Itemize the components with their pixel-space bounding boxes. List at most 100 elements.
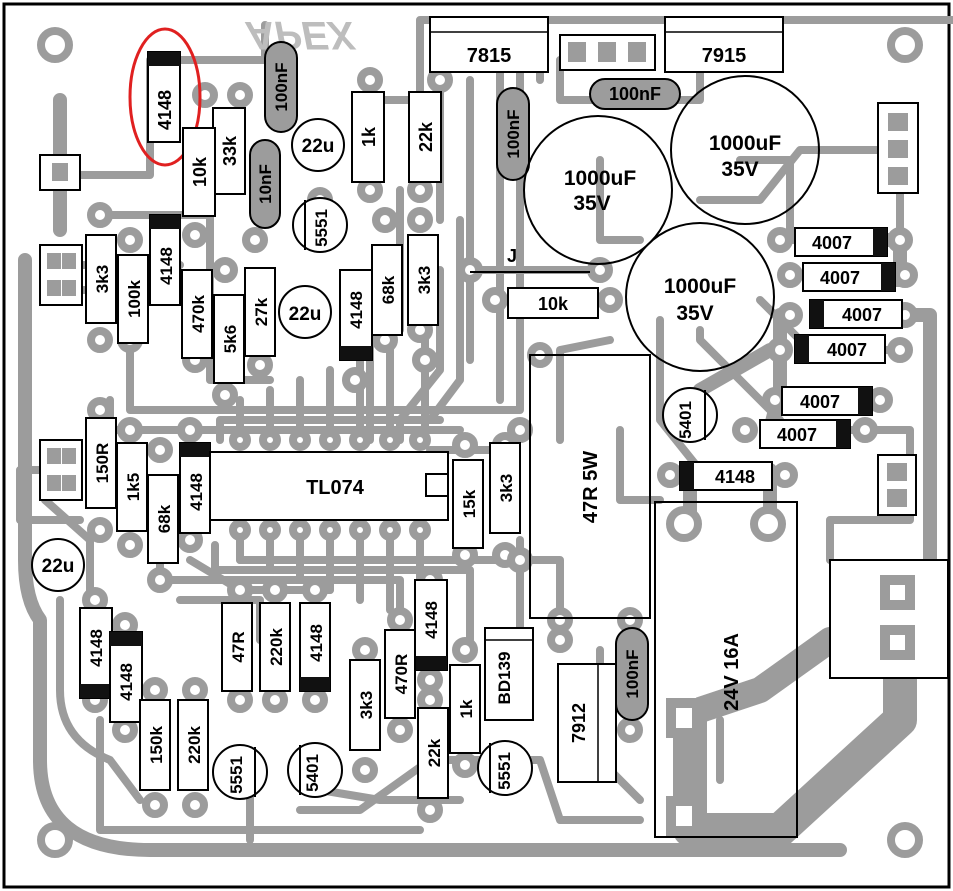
diode-4007-6: 4007 [759,419,851,449]
resistor-68k-mid-label: 68k [379,275,398,304]
cap-1000uf-b-voltage: 35V [721,158,758,181]
cap-100nf-a-label: 100nF [272,62,291,111]
transistor-5551-c-label: 5551 [495,752,514,790]
connector-left-mid [39,244,83,306]
resistor-27k-label: 27k [252,297,271,326]
ic-tl074-bottom-pins [229,519,431,541]
brand-text: APEX [245,13,357,57]
connector-right-relay [829,559,949,679]
resistor-150k: 150k [139,699,171,791]
diode-4007-1: 4007 [794,227,888,257]
cap-22u-b-label: 22u [289,304,322,325]
cap-22u-a: 22u [291,118,345,172]
resistor-150k-label: 150k [147,726,166,764]
resistor-47r: 47R [221,602,253,692]
resistor-10k-horizontal: 10k [507,287,599,319]
diode-4148-highlighted: 4148 [147,51,181,143]
resistor-3k3-b-label: 3k3 [415,266,434,294]
diode-4148-g: 4148 [109,631,143,723]
resistor-220k-b: 220k [177,699,209,791]
resistor-100k: 100k [117,254,149,344]
cap-10nf: 10nF [249,139,281,229]
highlight-circle [128,27,202,167]
resistor-1k5: 1k5 [116,442,148,532]
resistor-1k5-label: 1k5 [124,473,143,501]
resistor-10k-horizontal-label: 10k [538,294,569,314]
cap-100nf-c-label: 100nF [623,649,642,698]
resistor-22k-top-label: 22k [416,121,436,152]
cap-22u-c: 22u [31,538,85,592]
resistor-3k3-a-label: 3k3 [93,265,112,293]
connector-right-mid [877,454,917,516]
cap-10nf-label: 10nF [256,164,275,204]
resistor-68k-low-label: 68k [155,504,174,533]
diode-4007-5-label: 4007 [800,392,840,412]
cap-1000uf-b: 1000uF 35V [670,75,820,225]
diode-4148-b: 4148 [339,269,373,361]
resistor-470k-label: 470k [189,295,208,333]
resistor-1k-low-label: 1k [457,699,476,718]
resistor-100k-label: 100k [125,280,144,318]
transistor-5551-b-label: 5551 [227,756,246,794]
cap-100nf-top: 100nF [589,78,681,110]
mounting-hole-bottom-left [37,822,73,858]
resistor-3k3-d-label: 3k3 [357,691,376,719]
cap-22u-b: 22u [278,285,332,339]
brand-logo: APEX [245,13,357,57]
diode-4148-a-label: 4148 [157,247,176,285]
cap-1000uf-c-voltage: 35V [676,302,713,325]
diode-4148-c: 4148 [179,442,211,534]
ic-tl074: TL074 [209,429,449,541]
resistor-68k-low: 68k [147,474,179,564]
mounting-hole-top-right [887,27,923,63]
jumper-j-label: J [507,246,517,266]
diode-4148-g-label: 4148 [117,663,136,701]
diode-4007-6-label: 4007 [777,425,817,445]
diode-4148-f: 4148 [79,607,113,699]
ic-tl074-label: TL074 [306,477,365,499]
resistor-47r-5w: 47R 5W [529,354,651,619]
diode-4007-2-label: 4007 [820,268,860,288]
resistor-47r-5w-label: 47R 5W [580,451,602,523]
diode-4148-d-label: 4148 [422,601,441,639]
resistor-68k-mid: 68k [371,244,403,336]
resistor-22k-top: 22k [408,91,442,183]
resistor-470k: 470k [181,269,213,359]
diode-4148-e-label: 4148 [307,624,326,662]
regulator-7915: 7915 [664,16,784,73]
resistor-5k6-label: 5k6 [221,325,240,353]
diode-4148-h: 4148 [679,461,773,491]
connector-right-top [877,102,919,194]
resistor-1k-top: 1k [351,91,385,183]
resistor-10k-left-label: 10k [190,156,210,187]
diode-4148-f-label: 4148 [87,629,106,667]
header-3pin-top [559,34,656,71]
relay-24v-label: 24V 16A [721,633,743,711]
transistor-5401-b: 5401 [287,742,343,798]
diode-4148-d: 4148 [414,579,448,671]
jumper-j: J [470,246,590,273]
diode-4148-e: 4148 [299,602,331,692]
diode-4148-c-label: 4148 [187,473,206,511]
cap-22u-c-label: 22u [42,556,75,577]
cap-1000uf-a: 1000uF 35V [523,115,673,265]
regulator-7815-label: 7815 [467,45,512,67]
transistor-5551-b: 5551 [212,744,268,800]
resistor-22k-low: 22k [417,707,449,799]
mounting-holes [37,27,923,858]
resistor-3k3-d: 3k3 [349,659,381,751]
cap-100nf-b-label: 100nF [504,109,523,158]
regulator-7912: 7912 [557,663,617,783]
resistor-220k-a-label: 220k [267,628,286,666]
regulator-7815: 7815 [429,16,549,73]
diode-4007-3: 4007 [809,299,903,329]
mounting-hole-top-left [37,27,73,63]
cap-100nf-a: 100nF [264,41,298,133]
transistor-5401-a: 5401 [662,387,718,443]
cap-100nf-b: 100nF [496,87,530,181]
resistor-3k3-c-label: 3k3 [497,474,516,502]
resistor-27k: 27k [244,267,276,357]
diode-4007-4: 4007 [794,334,886,364]
cap-22u-a-label: 22u [302,136,335,157]
